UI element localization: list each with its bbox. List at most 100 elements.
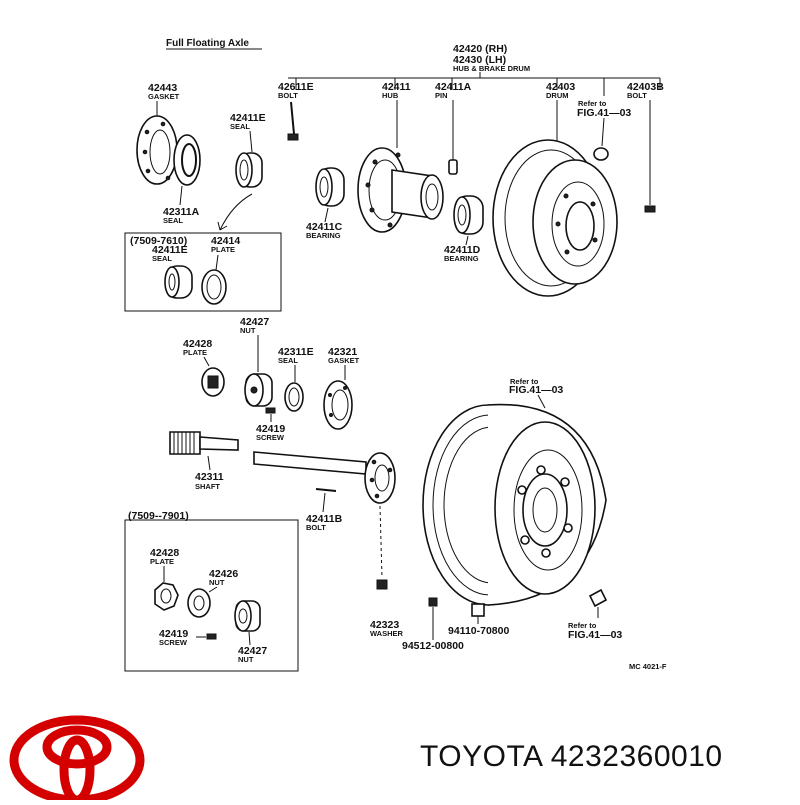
diagram-ref-code: MC 4021-F [629,662,667,671]
shaft-42311 [169,431,396,504]
label-box1-42414: 42414 [211,235,240,247]
label-42420: 42420 (RH) [453,43,507,55]
label-box1-42414-name: PLATE [211,245,235,254]
gasket-42443 [136,101,178,185]
label-box2-42427: 42427 [238,645,267,657]
nut-refer-fig41 [593,117,609,161]
label-94512: 94512-00800 [402,640,464,652]
label-refer-3: Refer to [568,621,597,630]
washer-94512-00800 [428,597,438,640]
label-42411d: 42411D [444,244,481,256]
label-box2-range: (7509--7901) [128,510,189,522]
label-42411b: 42411B [306,513,343,525]
brake-drum-42403 [492,100,618,297]
plate-42428 [201,356,225,397]
label-42311a: 42311A [163,206,200,218]
label-42403b-name: BOLT [627,91,647,100]
label-42611e: 42611E [278,81,314,93]
screw-42419 [265,407,276,422]
label-42311-name: SHAFT [195,482,220,491]
label-42443: 42443 [148,82,177,94]
label-42427-name: NUT [240,326,256,335]
hub-42411 [357,100,444,233]
wheel-rim [422,394,607,606]
nut-94110-70800 [471,603,485,624]
label-42311e-name: SEAL [278,356,298,365]
label-42323-name: WASHER [370,629,404,638]
bolt-42411b [315,488,337,513]
label-refer-1: Refer to [578,99,607,108]
label-refer-1-fig: FIG.41—03 [577,107,631,119]
label-box2-42426-name: NUT [209,578,225,587]
label-42411c-name: BEARING [306,231,341,240]
bolt-42611e [287,101,299,141]
label-42411c: 42411C [306,221,343,233]
label-42430: 42430 (LH) [453,54,506,66]
bearing-42411d [453,195,484,246]
label-box2-42419-name: SCREW [159,638,188,647]
arrow-to-box1 [217,193,253,231]
seal-42311e [284,365,304,412]
label-box2-42428-name: PLATE [150,557,174,566]
label-42311e: 42311E [278,346,314,358]
label-42428-name: PLATE [183,348,207,357]
brand-part-number: TOYOTA 4232360010 [420,740,723,773]
label-42411e-top-name: SEAL [230,122,250,131]
nut-box2-42426 [187,586,218,618]
box-7509-7610 [124,232,282,312]
label-42411d-name: BEARING [444,254,479,263]
label-42443-name: GASKET [148,92,180,101]
label-refer-2-fig: FIG.41—03 [509,384,563,396]
label-42403-name: DRUM [546,91,569,100]
label-box1-range: (7509-7610) [130,235,187,247]
label-box2-42427-name: NUT [238,655,254,664]
diagram-title: Full Floating Axle [166,38,249,49]
label-42411e-top: 42411E [230,112,266,124]
bolt-42403b [644,100,656,213]
label-box2-42426: 42426 [209,568,238,580]
label-42611e-name: BOLT [278,91,298,100]
seal-42311a [173,134,201,206]
label-refer-3-fig: FIG.41—03 [568,629,622,641]
label-42403: 42403 [546,81,575,93]
hub-group-bracket [288,72,661,96]
box-7509-7901 [124,519,299,672]
washer-42323 [376,505,388,590]
label-box1-42411e-name: SEAL [152,254,172,263]
label-hub-brake-drum: HUB & BRAKE DRUM [453,64,530,73]
seal-42411e [235,130,263,188]
label-42411a: 42411A [435,81,472,93]
pin-42411a [448,100,458,175]
label-42411-name: HUB [382,91,399,100]
label-42403b: 42403B [627,81,664,93]
label-42411: 42411 [382,81,411,93]
label-42427: 42427 [240,316,269,328]
label-box1-42411e: 42411E [152,244,188,256]
label-42411b-name: BOLT [306,523,326,532]
label-42411a-name: PIN [435,91,448,100]
label-42311: 42311 [195,471,224,483]
label-42321-name: GASKET [328,356,360,365]
plate-box1-42414 [201,254,227,305]
seal-box1-42411e [164,265,193,299]
label-42419-name: SCREW [256,433,285,442]
label-42323: 42323 [370,619,399,631]
bearing-42411c [315,167,345,223]
label-box2-42428: 42428 [150,547,179,559]
valve-refer-fig41 [588,588,608,618]
plate-box2-42428 [154,566,179,611]
label-42428: 42428 [183,338,212,350]
nut-42427 [244,335,273,407]
label-94110: 94110-70800 [448,625,509,637]
label-refer-2: Refer to [510,377,539,386]
label-42419: 42419 [256,423,285,435]
nut-box2-42427 [234,600,261,646]
gasket-42321 [323,365,353,430]
label-42321: 42321 [328,346,357,358]
label-42311a-name: SEAL [163,216,183,225]
label-box2-42419: 42419 [159,628,188,640]
toyota-logo [9,715,145,805]
screw-box2-42419 [196,633,217,640]
